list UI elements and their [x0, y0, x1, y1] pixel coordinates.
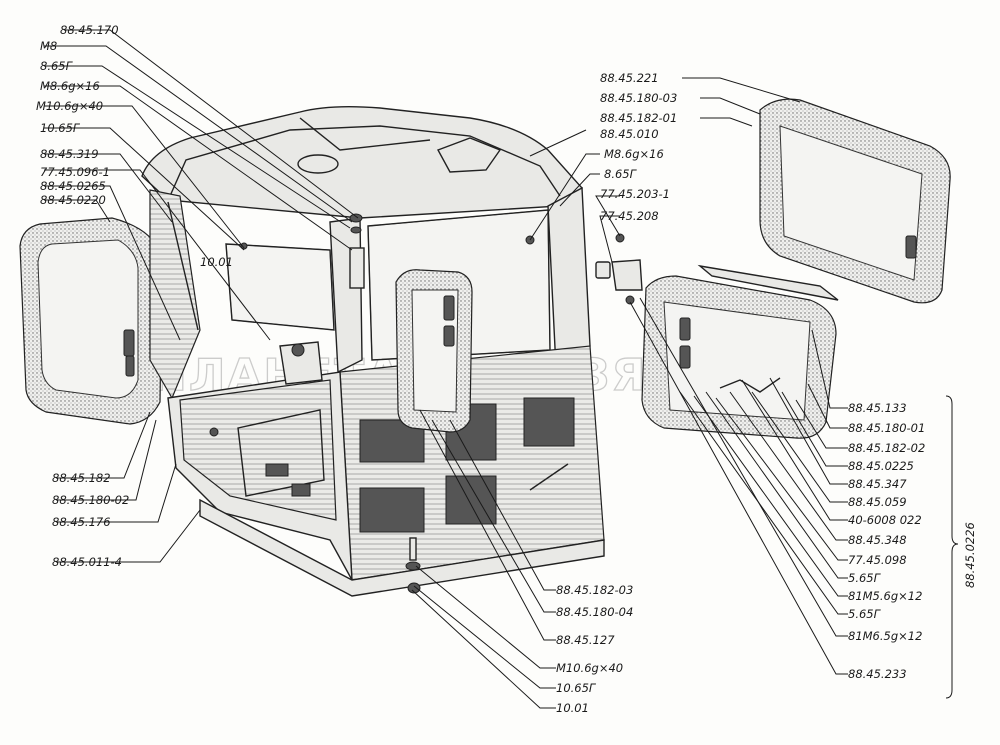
part-label: 88.45.233: [848, 667, 907, 681]
part-label: 88.45.133: [848, 401, 907, 415]
left-window-frame: [19, 217, 163, 425]
part-label: 88.45.170: [60, 23, 119, 37]
part-label: 88.45.182-03: [556, 583, 633, 597]
right-upper-window-frame: [759, 98, 951, 304]
part-label: 77.45.208: [600, 209, 659, 223]
part-label: 88.45.011-4: [52, 555, 122, 569]
part-label: 88.45.182-01: [600, 111, 677, 125]
part-label: 5.65Г: [848, 571, 882, 585]
bottom-fasteners: [405, 537, 421, 594]
part-label: 81M6.5g×12: [848, 629, 922, 643]
part-labels: 88.45.170 M8 8.65Г M8.6g×16 M10.6g×40 10…: [36, 23, 977, 715]
part-label: M8.6g×16: [604, 147, 664, 161]
part-label: 88.45.180-01: [848, 421, 925, 435]
part-label: 77.45.203-1: [600, 187, 670, 201]
cab-body: [141, 105, 605, 597]
part-label: 88.45.0220: [40, 193, 106, 207]
part-label: 5.65Г: [848, 607, 882, 621]
right-lower-window-frame: [641, 264, 839, 439]
top-fasteners: [240, 213, 535, 289]
part-label: 10.65Г: [556, 681, 597, 695]
part-label: M10.6g×40: [556, 661, 623, 675]
part-label: 77.45.096-1: [40, 165, 110, 179]
part-label: 88.45.180-03: [600, 91, 677, 105]
part-label: 88.45.127: [556, 633, 615, 647]
part-label: 77.45.098: [848, 553, 907, 567]
group-bracket-label: 88.45.0226: [963, 522, 977, 588]
center-door-frame: [395, 269, 473, 433]
part-label: 8.65Г: [604, 167, 638, 181]
part-label: 88.45.348: [848, 533, 907, 547]
part-label: 81M5.6g×12: [848, 589, 922, 603]
part-label: 88.45.221: [600, 71, 659, 85]
part-label: 10.65Г: [40, 121, 81, 135]
part-label: 88.45.180-02: [52, 493, 129, 507]
part-label: 88.45.0265: [40, 179, 106, 193]
part-label: 88.45.182: [52, 471, 111, 485]
part-label: 88.45.319: [40, 147, 99, 161]
part-label: 8.65Г: [40, 59, 74, 73]
part-label: 10.01: [200, 255, 233, 269]
part-label: 88.45.059: [848, 495, 907, 509]
part-label: 88.45.347: [848, 477, 907, 491]
part-label: 88.45.0225: [848, 459, 914, 473]
part-label: 88.45.176: [52, 515, 111, 529]
part-label: 88.45.182-02: [848, 441, 925, 455]
hinge-assembly: [595, 233, 643, 305]
part-label: 88.45.180-04: [556, 605, 633, 619]
part-label: 10.01: [556, 701, 589, 715]
leader-lines: [44, 29, 959, 709]
part-label: M8: [40, 39, 57, 53]
part-label: M10.6g×40: [36, 99, 103, 113]
part-label: M8.6g×16: [40, 79, 100, 93]
part-label: 40-6008 022: [848, 513, 922, 527]
part-label: 88.45.010: [600, 127, 659, 141]
